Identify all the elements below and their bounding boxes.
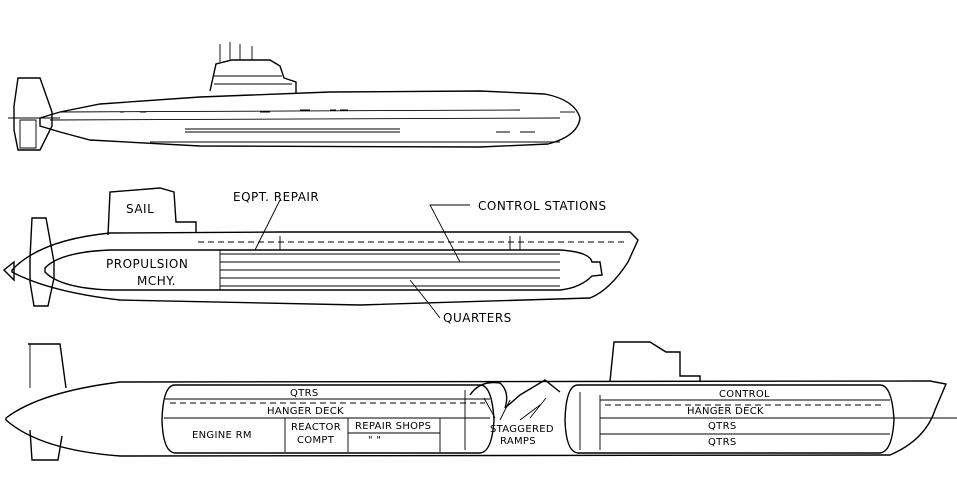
label-control-stations: CONTROL STATIONS [478,199,607,213]
label-compt: COMPT [297,435,335,446]
label-propulsion: PROPULSION [106,257,188,271]
label-hanger-deck-right: HANGER DECK [687,406,764,417]
label-reactor: REACTOR [291,422,341,433]
label-control: CONTROL [719,389,770,400]
label-qtrs-r1: QTRS [708,421,736,432]
label-ramps: RAMPS [500,436,536,447]
label-mchy: MCHY. [137,274,176,288]
internal-layout-drawing [5,341,957,461]
label-repair-shops: REPAIR SHOPS [355,421,431,432]
label-qtrs-top: QTRS [290,388,318,399]
label-eqpt-repair: EQPT. REPAIR [233,190,319,204]
label-staggered: STAGGERED [490,424,554,435]
label-hanger-deck-left: HANGER DECK [267,406,344,417]
label-ditto: " " [368,435,381,446]
exterior-profile-drawing [8,42,581,151]
label-qtrs-r2: QTRS [708,437,736,448]
label-engine-rm: ENGINE RM [192,430,252,441]
label-quarters: QUARTERS [443,311,512,325]
cutaway-profile-drawing [2,187,639,319]
label-sail: SAIL [126,202,154,216]
